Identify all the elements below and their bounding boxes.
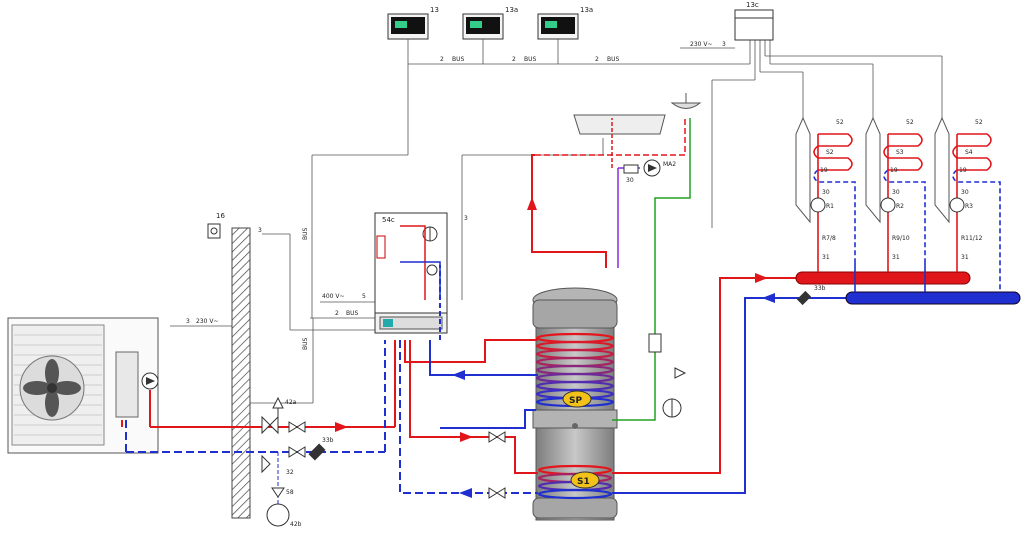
svg-text:58: 58	[286, 489, 294, 496]
return-arrow-icon-2	[459, 488, 472, 498]
svg-text:13c: 13c	[746, 1, 759, 9]
tank-vent	[572, 423, 578, 429]
svg-text:2: 2	[595, 56, 599, 63]
indoor-module-54c: 54c	[374, 212, 448, 334]
svg-text:42a: 42a	[285, 399, 297, 406]
expansion-valve-right	[648, 333, 687, 418]
svg-text:16: 16	[216, 212, 225, 220]
svg-text:R2: R2	[896, 203, 904, 210]
svg-text:19: 19	[959, 167, 967, 174]
manifold-valve-33b: 33b	[796, 285, 826, 306]
svg-text:5: 5	[362, 293, 366, 300]
svg-text:3: 3	[186, 318, 190, 325]
svg-text:52: 52	[906, 119, 914, 126]
controller-13a-1: 13a	[462, 6, 518, 40]
svg-text:BUS: BUS	[452, 56, 465, 63]
controller-13a-1-label: 13a	[505, 6, 518, 14]
storage-tank: SP S1	[532, 287, 618, 521]
svg-text:30: 30	[626, 177, 634, 184]
svg-text:R9/10: R9/10	[892, 235, 910, 242]
svg-text:19: 19	[820, 167, 828, 174]
svg-text:33b: 33b	[814, 285, 826, 292]
svg-text:30: 30	[961, 189, 969, 196]
outdoor-heat-pump-unit	[7, 317, 159, 454]
primary-supply-line	[121, 340, 396, 428]
return-manifold	[845, 291, 1021, 305]
fan-icon	[23, 359, 81, 417]
svg-text:S4: S4	[965, 149, 973, 156]
svg-text:30: 30	[822, 189, 830, 196]
safety-valve-42a: 42a	[272, 396, 297, 427]
svg-text:31: 31	[961, 254, 969, 261]
controller-13: 13	[387, 6, 439, 40]
supply-arrow-icon	[335, 422, 348, 432]
expansion-vessel-42b: 42b 58 32	[266, 452, 302, 528]
svg-text:31: 31	[822, 254, 830, 261]
bus-wiring	[170, 39, 943, 404]
svg-text:3: 3	[258, 227, 262, 234]
svg-text:3: 3	[722, 41, 726, 48]
svg-text:19: 19	[890, 167, 898, 174]
svg-text:MA2: MA2	[663, 161, 676, 168]
supply-arrow-icon-2	[460, 432, 473, 442]
svg-text:BUS: BUS	[302, 337, 309, 350]
svg-text:BUS: BUS	[607, 56, 620, 63]
svg-text:33b: 33b	[322, 437, 334, 444]
svg-text:30: 30	[892, 189, 900, 196]
svg-text:54c: 54c	[382, 216, 395, 224]
return-arrow-icon-3	[762, 293, 775, 303]
zone-circuit-1: S2 52 19 30 R1 R7/8 31	[795, 116, 856, 272]
primary-return-line	[125, 340, 386, 453]
svg-text:32: 32	[286, 469, 294, 476]
svg-text:S3: S3	[896, 149, 904, 156]
mid-valves	[488, 431, 506, 499]
svg-text:2: 2	[440, 56, 444, 63]
zone-circuit-3: S4 52 19 30 R3 R11/12 31	[934, 116, 1001, 292]
zone-controller-13c: 13c	[734, 1, 774, 41]
supply-arrow-icon-3	[755, 273, 768, 283]
svg-text:R1: R1	[826, 203, 834, 210]
svg-text:R11/12: R11/12	[961, 235, 983, 242]
svg-text:R3: R3	[965, 203, 973, 210]
outdoor-sensor-16: 16	[207, 212, 225, 239]
svg-text:52: 52	[836, 119, 844, 126]
circulation-pump-ma2: MA2 30	[623, 159, 676, 184]
svg-text:230 V~: 230 V~	[690, 41, 713, 48]
svg-text:S1: S1	[577, 477, 590, 487]
svg-text:SP: SP	[569, 396, 582, 406]
svg-text:31: 31	[892, 254, 900, 261]
return-arrow-icon	[452, 370, 465, 380]
sanitary-fixtures	[573, 93, 702, 135]
tank-return-lines	[399, 265, 846, 494]
svg-text:230 V~: 230 V~	[196, 318, 219, 325]
sp-coil-label: SP	[562, 390, 592, 408]
svg-text:S2: S2	[826, 149, 834, 156]
svg-text:BUS: BUS	[524, 56, 537, 63]
zone-circuit-2: S3 52 19 30 R2 R9/10 31	[865, 116, 926, 272]
controller-13a-2: 13a	[537, 6, 593, 40]
svg-text:42b: 42b	[290, 521, 302, 528]
svg-text:2: 2	[512, 56, 516, 63]
svg-text:R7/8: R7/8	[822, 235, 836, 242]
svg-text:52: 52	[975, 119, 983, 126]
supply-manifold	[795, 271, 971, 285]
svg-text:2: 2	[335, 310, 339, 317]
controller-13a-2-label: 13a	[580, 6, 593, 14]
svg-text:400 V~: 400 V~	[322, 293, 345, 300]
building-wall	[231, 227, 251, 519]
svg-text:BUS: BUS	[346, 310, 359, 317]
supply-arrow-up-icon	[527, 197, 537, 210]
zone-return-drops	[854, 260, 926, 292]
controller-13-label: 13	[430, 6, 439, 14]
s1-coil-label: S1	[570, 471, 600, 489]
svg-text:3: 3	[464, 215, 468, 222]
svg-text:BUS: BUS	[302, 227, 309, 240]
valve-group-left	[261, 415, 326, 474]
